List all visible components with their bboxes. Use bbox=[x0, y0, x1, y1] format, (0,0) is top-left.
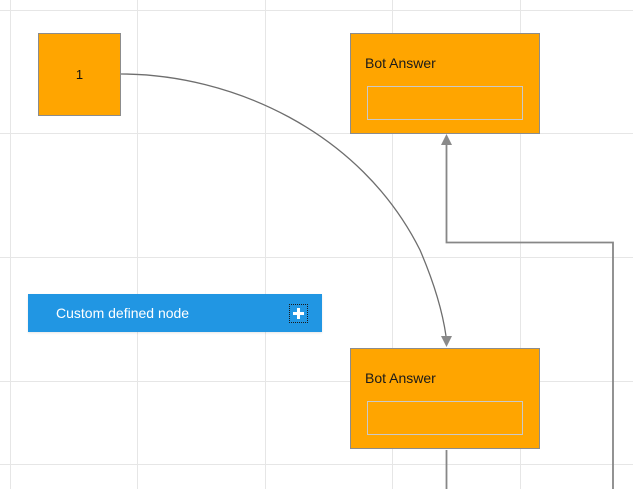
node-bot-answer-top[interactable]: Bot Answer bbox=[350, 33, 540, 134]
node-bot-answer-bottom-slot[interactable] bbox=[367, 401, 523, 435]
node-bot-answer-top-title: Bot Answer bbox=[365, 55, 436, 71]
node-bot-answer-top-slot[interactable] bbox=[367, 86, 523, 120]
node-bot-answer-bottom[interactable]: Bot Answer bbox=[350, 348, 540, 449]
edge-start-to-bot-answer-bottom[interactable] bbox=[120, 73, 452, 347]
custom-defined-node-label: Custom defined node bbox=[56, 305, 190, 321]
node-start-label: 1 bbox=[75, 67, 84, 82]
plus-icon[interactable] bbox=[289, 303, 308, 323]
edge-bot-answer-bottom-to-top[interactable] bbox=[441, 134, 614, 489]
custom-defined-node-chip[interactable]: Custom defined node bbox=[28, 294, 322, 332]
node-start[interactable]: 1 bbox=[38, 33, 121, 116]
node-bot-answer-bottom-title: Bot Answer bbox=[365, 370, 436, 386]
